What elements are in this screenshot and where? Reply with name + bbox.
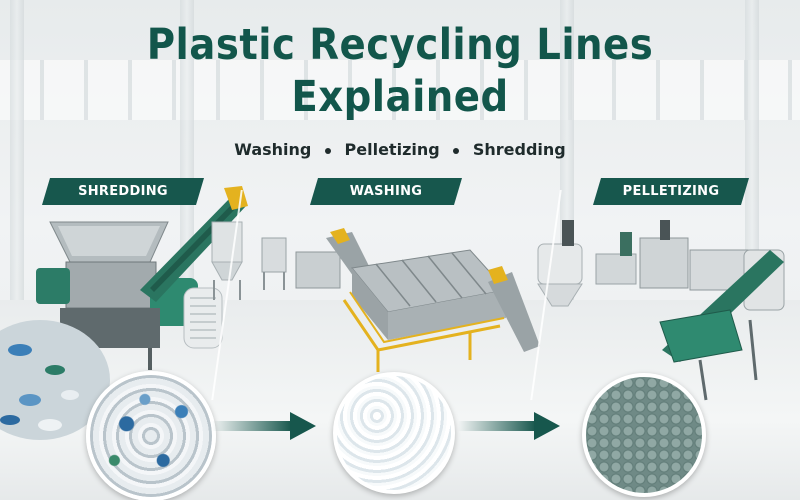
shredded-flakes-closeup [86,371,216,500]
washed-flakes-closeup [333,372,455,494]
right-arrow-icon [212,412,316,440]
section-label-washing: WASHING [310,178,462,205]
factory-window-band [0,60,800,120]
section-label-pelletizing: PELLETIZING [593,178,749,205]
pellets-closeup [582,373,706,497]
shredder-machine [36,186,248,370]
subtitle-item-pelletizing: Pelletizing [344,140,440,159]
subtitle: Washing Pelletizing Shredding [0,140,800,159]
bullet-dot-icon [324,147,331,154]
page-title-line-1: Plastic Recycling Lines [146,20,654,70]
bullet-dot-icon [453,147,460,154]
subtitle-item-washing: Washing [234,140,312,159]
plastic-bottle-pile [0,320,110,440]
subtitle-item-shredding: Shredding [472,140,566,159]
right-arrow-icon [458,412,560,440]
section-label-shredding: SHREDDING [42,178,204,205]
page-title-line-2: Explained [291,72,509,122]
washing-line-machine [261,228,540,372]
pelletizing-line-machine [537,220,785,401]
